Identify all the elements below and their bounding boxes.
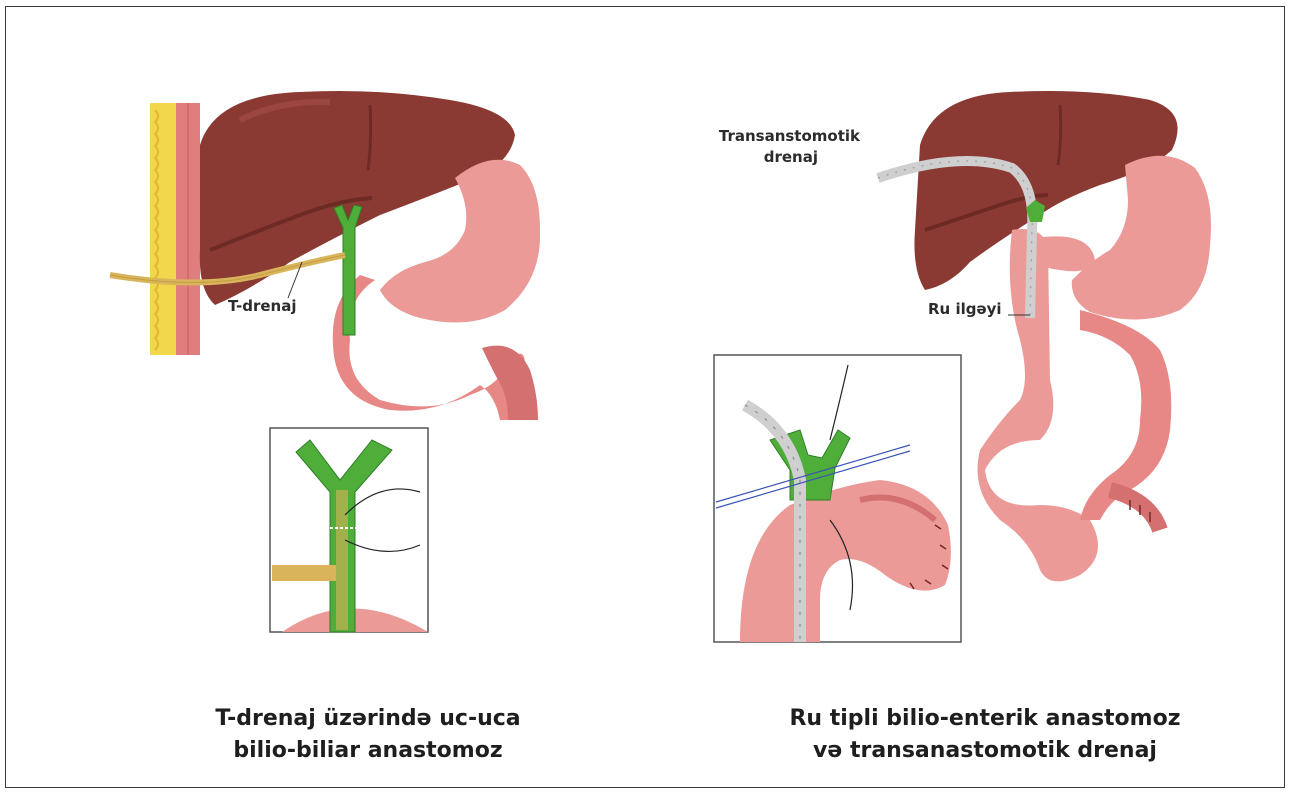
right-caption-line1: Ru tipli bilio-enterik anastomoz <box>770 703 1200 735</box>
t-drain-label: T-drenaj <box>228 297 297 316</box>
left-caption-line1: T-drenaj üzərində uc-uca <box>178 703 558 735</box>
abdominal-wall <box>150 103 200 355</box>
left-caption-line2: bilio-biliar anastomoz <box>178 735 558 767</box>
trans-drain-label-line2: drenaj <box>700 148 818 167</box>
right-caption-line2: və transanastomotik drenaj <box>770 735 1200 767</box>
trans-drain-label-line1: Transanstomotik <box>700 127 860 146</box>
roux-loop-label: Ru ilgəyi <box>928 300 1002 319</box>
